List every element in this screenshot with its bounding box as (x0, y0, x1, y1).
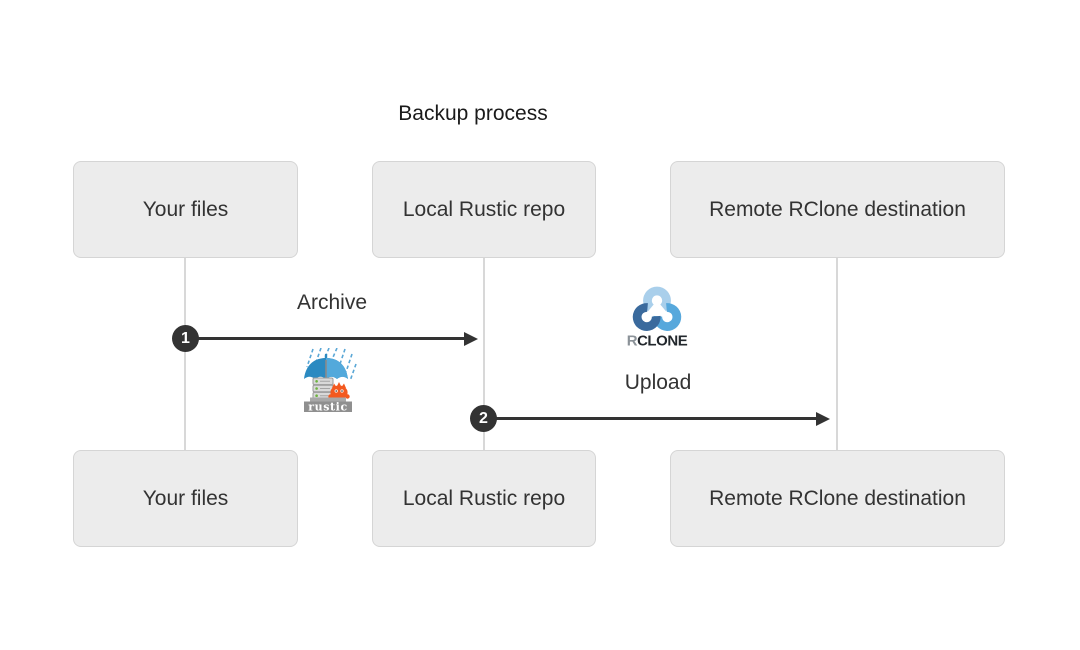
rustic-logo-icon: rustic (304, 348, 357, 412)
actor-label: Your files (142, 197, 229, 221)
actor-box-rclone-dest-top: Remote RClone destination (670, 161, 1005, 258)
rclone-wordmark: RCLONE (627, 332, 688, 349)
arrowhead-icon (464, 332, 478, 346)
actor-box-rustic-repo-bottom: Local Rustic repo (372, 450, 596, 547)
actor-label: Your files (142, 486, 229, 510)
actor-label: Remote RClone destination (709, 197, 966, 221)
actor-box-your-files-top: Your files (73, 161, 298, 258)
rclone-wordmark-clone: CLONE (637, 332, 688, 349)
diagram-title: Backup process (398, 102, 548, 125)
rclone-wordmark-r: R (627, 332, 638, 349)
rustic-wordmark-plate: rustic (304, 397, 352, 412)
rclone-knot (632, 286, 682, 331)
message-label-upload: Upload (624, 371, 692, 394)
message-arrow-archive (186, 337, 465, 340)
rain-lines (306, 348, 357, 382)
actor-box-rclone-dest-bottom: Remote RClone destination (670, 450, 1005, 547)
rclone-logo-icon: RCLONE (627, 286, 688, 349)
message-arrow-upload (484, 417, 817, 420)
lifeline-your-files (184, 258, 186, 450)
message-number-badge-2: 2 (470, 405, 497, 432)
rustic-wordmark: rustic (308, 400, 348, 412)
actor-label: Remote RClone destination (709, 486, 966, 510)
message-label-archive: Archive (296, 291, 368, 314)
arrowhead-icon (816, 412, 830, 426)
lifeline-rclone-dest (836, 258, 838, 450)
actor-label: Local Rustic repo (402, 486, 566, 510)
crab-icon (328, 382, 350, 400)
actor-label: Local Rustic repo (402, 197, 566, 221)
lifeline-rustic-repo (483, 258, 485, 450)
actor-box-rustic-repo-top: Local Rustic repo (372, 161, 596, 258)
message-number-badge-1: 1 (172, 325, 199, 352)
actor-box-your-files-bottom: Your files (73, 450, 298, 547)
